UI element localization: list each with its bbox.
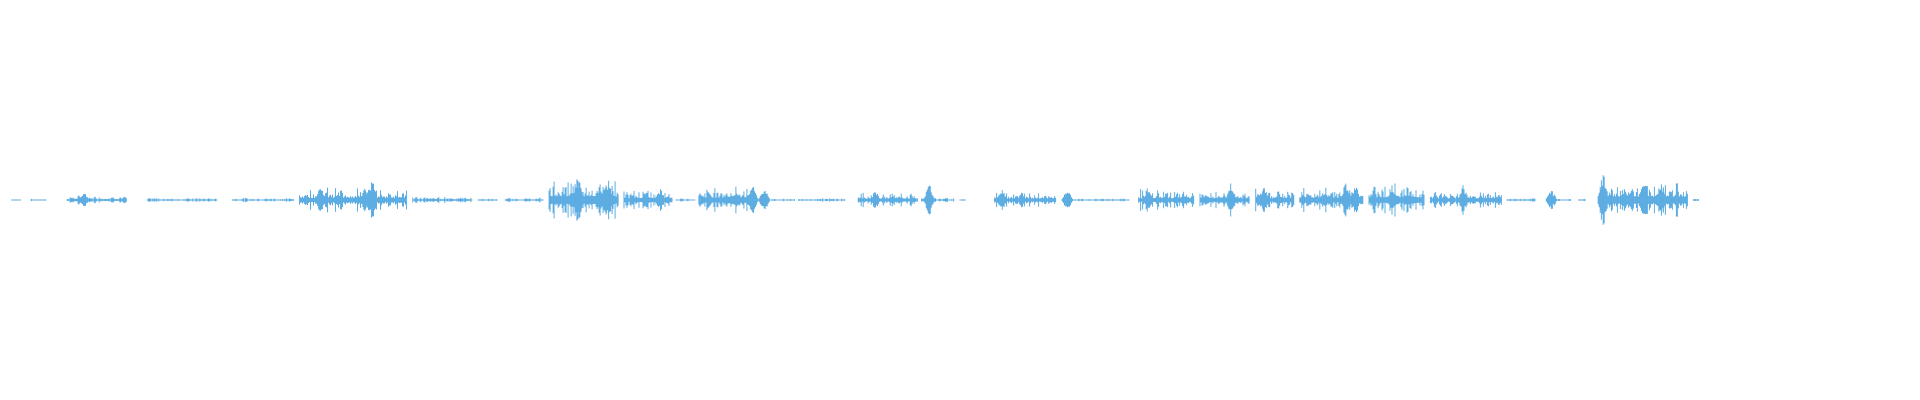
waveform-peak [655, 189, 666, 211]
waveform-segment-amplitude [1199, 191, 1250, 209]
waveform-peak [1257, 188, 1269, 212]
waveform-segment-amplitude [11, 199, 21, 201]
waveform-segment-amplitude [798, 198, 846, 202]
waveform-segment-amplitude [504, 197, 544, 203]
waveform-peak [367, 182, 378, 218]
waveform-peak [1062, 192, 1073, 208]
waveform-peak [1225, 183, 1237, 217]
waveform-segment-amplitude [477, 198, 498, 202]
waveform-peak [1638, 186, 1649, 214]
waveform-segment-amplitude [1577, 198, 1586, 202]
waveform-segment-amplitude [1692, 199, 1699, 201]
waveform-segment-amplitude [30, 198, 47, 202]
waveform-peak [923, 185, 935, 215]
waveform-peak [1545, 191, 1557, 209]
waveform-segment-amplitude [147, 197, 218, 203]
waveform-peak [747, 187, 759, 213]
waveform-peak [996, 190, 1008, 210]
waveform-segment-amplitude [1506, 198, 1536, 202]
waveform-peak [79, 193, 90, 207]
waveform-segment-amplitude [675, 198, 696, 202]
waveform-peak [758, 191, 770, 209]
waveform-peak [1386, 191, 1398, 209]
waveform-peak [870, 192, 881, 208]
waveform-segment-amplitude [698, 186, 749, 214]
waveform-peak [1655, 188, 1667, 212]
waveform-peak [1597, 175, 1609, 225]
waveform-peak [1350, 187, 1361, 213]
waveform-peak [315, 189, 327, 211]
waveform-segment-amplitude [66, 195, 127, 205]
waveform-peak [1457, 185, 1469, 215]
waveform-peak [603, 180, 615, 220]
waveform-segment-amplitude [412, 197, 473, 203]
waveform-peak [572, 179, 584, 221]
waveform-peak [1340, 183, 1352, 217]
waveform-segment-amplitude [959, 199, 966, 201]
waveform-trace [11, 175, 1700, 225]
waveform-peak [1142, 188, 1154, 212]
waveform-segment-amplitude [231, 197, 294, 203]
waveform-segment-amplitude [857, 192, 918, 208]
